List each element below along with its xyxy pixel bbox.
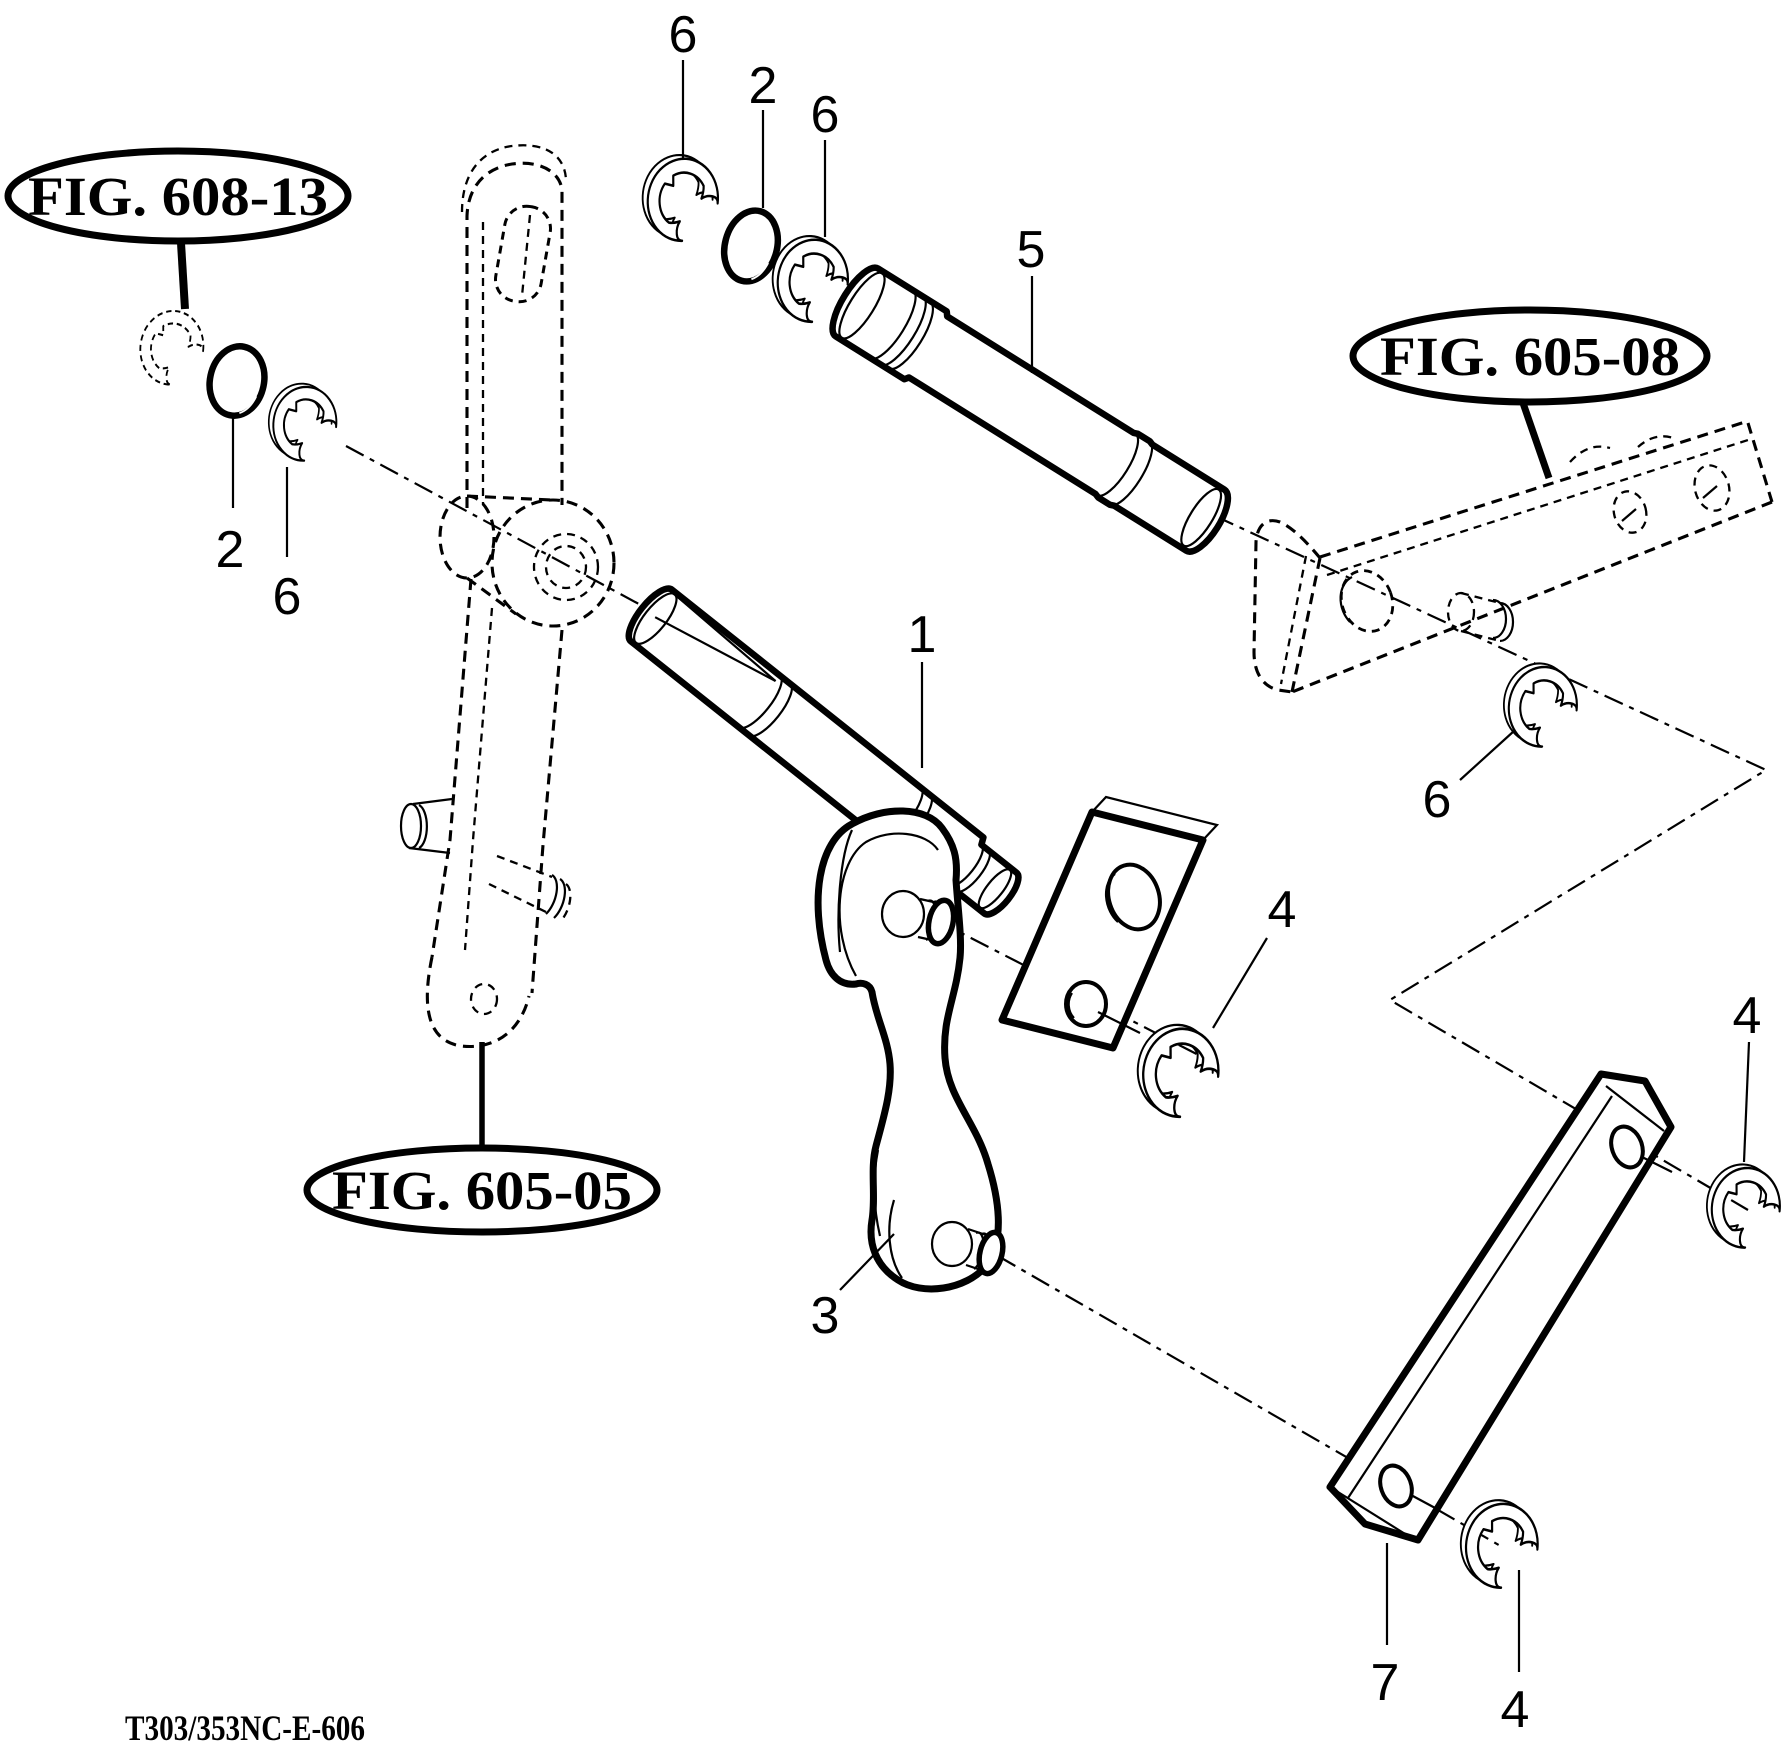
label-7: 7 xyxy=(1371,1654,1400,1712)
figure-callout-605-08: FIG. 605-08 xyxy=(1349,306,1711,480)
label-6-left: 6 xyxy=(273,568,302,626)
label-6-top1: 6 xyxy=(669,6,698,64)
bar-7 xyxy=(1326,1070,1675,1544)
lever-right-pin xyxy=(488,854,572,923)
bracket-boss xyxy=(1446,591,1515,643)
figure-callout-605-08-label: FIG. 605-08 xyxy=(1380,326,1680,387)
figure-callout-605-05-label: FIG. 605-05 xyxy=(332,1160,632,1221)
figure-callout-608-13: FIG. 608-13 xyxy=(4,147,352,310)
label-4-upper-right: 4 xyxy=(1733,987,1762,1045)
e-clip-4-upper-right xyxy=(1693,1147,1782,1258)
lever-ref-605-05 xyxy=(399,144,616,1049)
link-lower-pin xyxy=(930,1220,1006,1277)
o-rings xyxy=(206,207,782,419)
axis-shaft5-bracket-bar7 xyxy=(1214,515,1769,1211)
shaft1-plate xyxy=(998,795,1220,1052)
drawing-number: T303/353NC-E-606 xyxy=(125,1708,365,1748)
figure-callout-605-05: FIG. 605-05 xyxy=(303,1042,661,1236)
label-1: 1 xyxy=(908,606,937,664)
shaft-5 xyxy=(829,264,1232,555)
e-clip-6-top-left xyxy=(628,137,726,252)
figure-callout-608-13-label: FIG. 608-13 xyxy=(28,166,328,227)
link-3 xyxy=(814,807,1006,1293)
e-clip-4-plate xyxy=(1122,1005,1227,1128)
label-2-top: 2 xyxy=(749,57,778,115)
e-clip-ref-dashed xyxy=(126,294,213,395)
e-clip-6-left xyxy=(256,367,344,470)
lever-left-pin xyxy=(399,797,453,855)
label-4-plate: 4 xyxy=(1268,881,1297,939)
part-number-labels: 6 2 6 5 2 6 1 6 4 4 3 7 4 xyxy=(216,6,1762,1739)
label-2-left: 2 xyxy=(216,521,245,579)
label-3: 3 xyxy=(811,1287,840,1345)
bracket-ref-605-08 xyxy=(1252,420,1774,694)
label-6-right: 6 xyxy=(1423,771,1452,829)
e-clip-4-bottom xyxy=(1446,1481,1546,1598)
label-6-top2: 6 xyxy=(811,86,840,144)
link-upper-pin xyxy=(880,889,957,947)
label-5: 5 xyxy=(1017,221,1046,279)
label-4-bottom: 4 xyxy=(1501,1681,1530,1739)
o-ring-2-left xyxy=(206,343,268,419)
axis-lever-shaft1 xyxy=(345,445,651,611)
o-ring-2-top xyxy=(720,207,782,285)
